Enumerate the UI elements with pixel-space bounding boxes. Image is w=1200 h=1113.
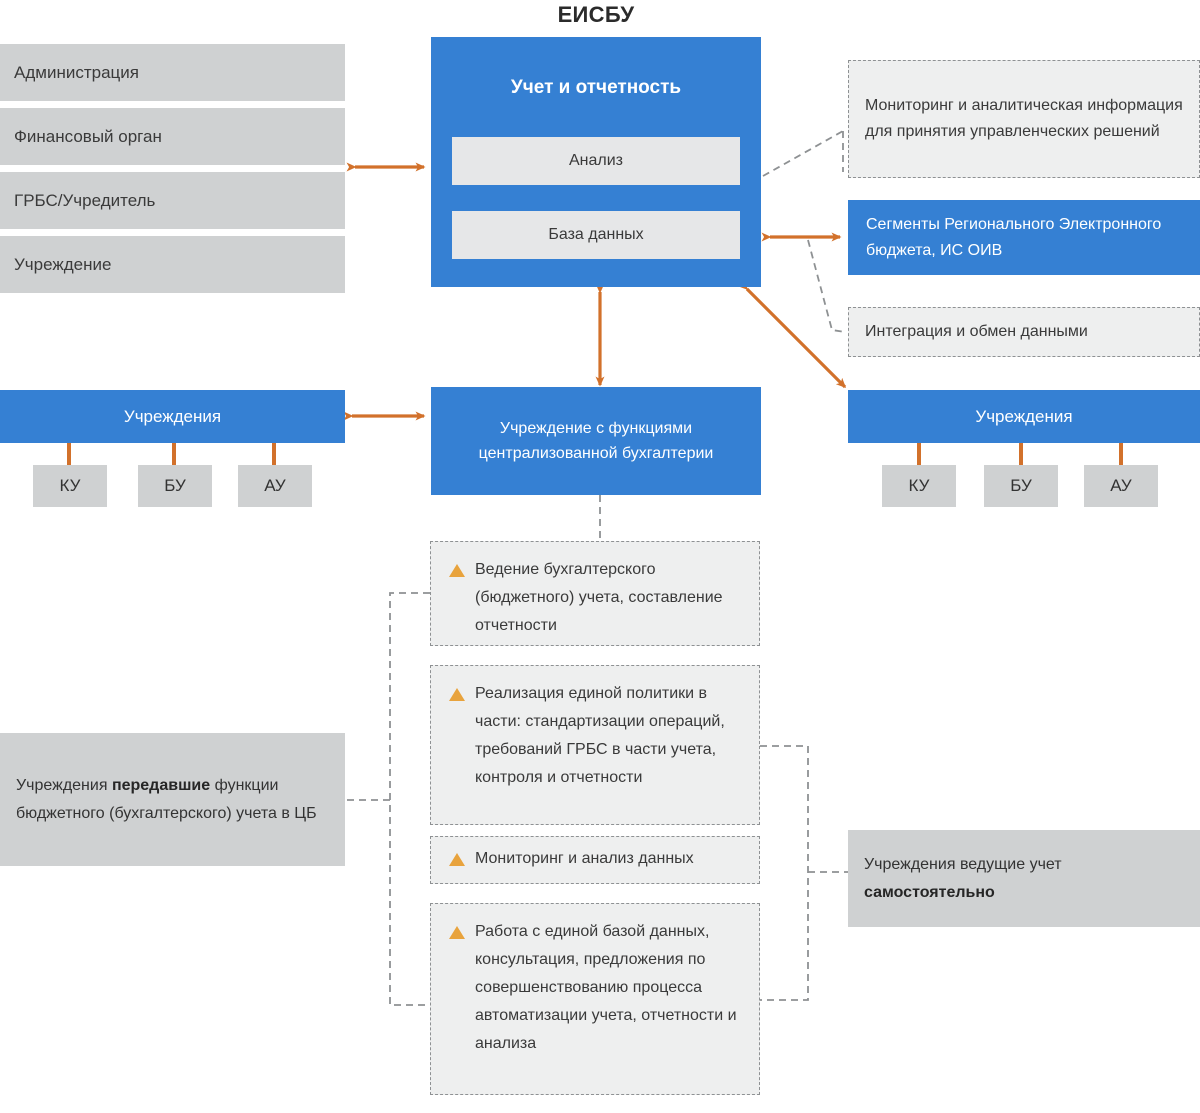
right-institutions-label: Учреждения: [975, 406, 1073, 426]
right-leaf-bu[interactable]: БУ: [984, 465, 1058, 507]
main-panel-analysis-box[interactable]: Анализ: [452, 137, 740, 185]
function-text: Работа с единой базой данных, консультац…: [475, 923, 737, 1052]
callout-integration-text: Интеграция и обмен данными: [865, 323, 1088, 340]
box-regional-budget-segments[interactable]: Сегменты Регионального Электронного бюдж…: [848, 200, 1200, 275]
box-central-accounting-institution[interactable]: Учреждение с функциями централизованной …: [431, 387, 761, 495]
bullet-triangle-icon: [449, 688, 465, 701]
main-panel-database-box[interactable]: База данных: [452, 211, 740, 259]
function-box-accounting[interactable]: Ведение бухгалтерского (бюджетного) учет…: [430, 541, 760, 646]
leaf-label: БУ: [1010, 476, 1032, 495]
note-institutions-transferred[interactable]: Учреждения передавшие функции бюджетного…: [0, 733, 345, 866]
leaf-label: АУ: [264, 476, 286, 495]
main-panel-accounting-reporting[interactable]: Учет и отчетность Анализ База данных: [431, 37, 761, 287]
left-institutions-header[interactable]: Учреждения: [0, 390, 345, 443]
note-bold: передавшие: [111, 776, 211, 794]
analysis-label: Анализ: [568, 152, 623, 169]
function-text: Ведение бухгалтерского (бюджетного) учет…: [475, 561, 723, 634]
left-institutions-label: Учреждения: [123, 406, 222, 426]
leaf-label: КУ: [59, 476, 81, 495]
segments-label: Сегменты Регионального Электронного бюдж…: [866, 215, 1162, 259]
leaf-label: БУ: [164, 476, 186, 495]
database-label: База данных: [548, 226, 644, 243]
bullet-triangle-icon: [449, 564, 465, 577]
note-bold: самостоятельно: [864, 883, 995, 901]
callout-integration-exchange[interactable]: Интеграция и обмен данными: [848, 307, 1200, 357]
stakeholder-label: Учреждение: [14, 254, 112, 274]
note-pre: Учреждения ведущие учет: [864, 855, 1062, 873]
stakeholder-label: ГРБС/Учредитель: [14, 190, 156, 210]
leaf-label: АУ: [1110, 476, 1132, 495]
stem-right-bu: [1019, 443, 1023, 465]
leaf-label: КУ: [908, 476, 930, 495]
right-leaf-au[interactable]: АУ: [1084, 465, 1158, 507]
central-accounting-label: Учреждение с функциями централизованной …: [478, 420, 714, 462]
stem-left-ku: [67, 443, 71, 465]
function-box-monitoring[interactable]: Мониторинг и анализ данных: [430, 836, 760, 884]
arrow-main-right-institutions: [737, 279, 847, 389]
function-box-unified-policy[interactable]: Реализация единой политики в части: стан…: [430, 665, 760, 825]
main-panel-header: Учет и отчетность: [510, 77, 682, 98]
dashed-bracket-right: [760, 745, 809, 1001]
note-pre: Учреждения: [16, 776, 112, 794]
stem-left-bu: [172, 443, 176, 465]
dashed-main-to-monitoring: [762, 130, 844, 177]
dashed-bracket-left: [389, 592, 430, 1006]
stakeholder-grbs-founder[interactable]: ГРБС/Учредитель: [0, 172, 345, 229]
function-text: Мониторинг и анализ данных: [475, 850, 694, 867]
bullet-triangle-icon: [449, 926, 465, 939]
bullet-triangle-icon: [449, 853, 465, 866]
stem-right-ku: [917, 443, 921, 465]
note-institutions-independent[interactable]: Учреждения ведущие учет самостоятельно: [848, 830, 1200, 927]
stakeholder-administration[interactable]: Администрация: [0, 44, 345, 101]
function-text: Реализация единой политики в части: стан…: [475, 685, 725, 786]
function-box-database-work[interactable]: Работа с единой базой данных, консультац…: [430, 903, 760, 1095]
callout-monitoring-text: Мониторинг и аналитическая информация дл…: [865, 97, 1183, 140]
stem-left-au: [272, 443, 276, 465]
note-post: функции бюджетного (бухгалтерского) учет…: [16, 776, 317, 822]
stem-right-au: [1119, 443, 1123, 465]
callout-monitoring-analytics[interactable]: Мониторинг и аналитическая информация дл…: [848, 60, 1200, 178]
stakeholder-label: Администрация: [14, 62, 139, 82]
stakeholder-institution[interactable]: Учреждение: [0, 236, 345, 293]
left-leaf-au[interactable]: АУ: [238, 465, 312, 507]
page-title: ЕИСБУ: [557, 2, 635, 27]
note-independent-text: Учреждения ведущие учет самостоятельно: [864, 851, 1184, 907]
dashed-to-integration: [807, 239, 846, 333]
right-institutions-header[interactable]: Учреждения: [848, 390, 1200, 443]
note-transferred-text: Учреждения передавшие функции бюджетного…: [16, 772, 329, 828]
stakeholder-label: Финансовый орган: [14, 126, 162, 146]
right-leaf-ku[interactable]: КУ: [882, 465, 956, 507]
left-leaf-bu[interactable]: БУ: [138, 465, 212, 507]
left-leaf-ku[interactable]: КУ: [33, 465, 107, 507]
stakeholder-financial-body[interactable]: Финансовый орган: [0, 108, 345, 165]
